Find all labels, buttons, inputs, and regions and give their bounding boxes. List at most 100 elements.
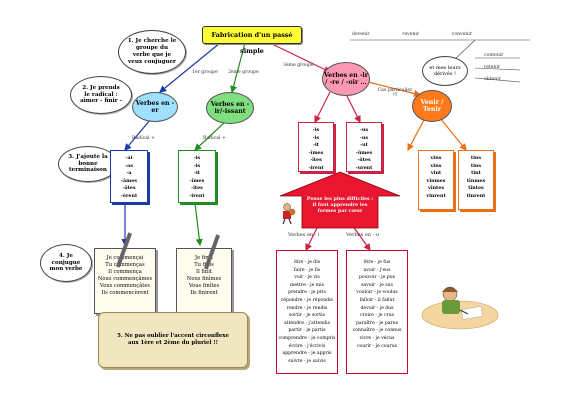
radical-label-1: Radical + — [132, 136, 155, 141]
endings-er-box: -ai-as-a-âmes-âtes-èrent — [110, 150, 148, 203]
endings-irre-u-box: -us-us-ut-ûmes-ûtes-urent — [346, 122, 382, 172]
tenir-form-item: tint — [471, 170, 481, 176]
conjugation-line: Il finit — [196, 269, 212, 275]
tenir-example: obtenir — [484, 77, 501, 82]
verb-list-item: faire - je fis — [293, 267, 321, 273]
group-1-label: 1er groupe — [192, 70, 218, 75]
verb-list-item: vouloir - je voulus — [356, 290, 398, 296]
conjugation-line: Vous commençâtes — [99, 283, 151, 289]
step-1-cloud: 1. Je cherche le groupe du verbe que je … — [118, 30, 186, 74]
tenir-form-item: tînmes — [466, 177, 486, 184]
venir-form-item: vins — [430, 162, 442, 169]
ending-item: -îmes — [189, 177, 205, 184]
venir-example: convenir — [451, 32, 472, 37]
conjugation-line: Je finis — [195, 255, 213, 261]
ending-item: -èrent — [120, 192, 138, 199]
ending-item: -urent — [355, 164, 373, 171]
conjugation-line: Nous finîmes — [186, 276, 222, 282]
step-3-cloud: 3. J'ajoute la bonne terminaison — [58, 146, 118, 182]
ending-item: -is — [312, 127, 320, 133]
ending-item: -îmes — [308, 149, 324, 156]
tenir-form-item: tins — [470, 162, 482, 169]
venir-form-item: vins — [430, 155, 442, 161]
venir-examples-col2: contenir retenir obtenir — [484, 50, 528, 86]
ending-item: -is — [193, 155, 201, 161]
tenir-form-item: tins — [470, 155, 482, 161]
ending-item: -ûtes — [357, 157, 371, 163]
verb-list-item: paraître - je parus — [355, 320, 399, 326]
ending-item: -us — [359, 127, 369, 133]
verbes-is-label: Verbes en - i — [288, 232, 320, 238]
ending-item: -irent — [189, 192, 205, 199]
verb-list-item: mettre - je mis — [290, 282, 324, 288]
radical-label-2: Radical + — [203, 136, 226, 141]
venir-form-item: vint — [430, 170, 442, 176]
oval-verbes-er: Verbes en -er — [132, 92, 178, 122]
group-3-label: 3ème groupe — [283, 63, 314, 68]
verb-list-item: apprendre - je appris — [282, 351, 332, 357]
oval-verbes-ir: Verbes en -ir/-issant — [206, 92, 254, 124]
conjugation-line: Nous commençâmes — [97, 276, 153, 282]
list-verbes-us: être - je fus avoir - j'eus pouvoir - je p… — [346, 250, 408, 374]
ending-item: -is — [193, 162, 201, 169]
verb-list-item: suivre - je suivis — [288, 358, 326, 364]
verb-list-item: vivre - je vécus — [359, 335, 395, 341]
ending-item: -ûmes — [355, 149, 373, 156]
endings-ir-box: -is-is-it-îmes-îtes-irent — [178, 150, 216, 203]
ending-item: -a — [126, 170, 132, 176]
writing-student-icon — [420, 280, 500, 330]
venir-example: devenir — [352, 32, 370, 37]
verb-list-item: dire - je dis — [293, 260, 321, 265]
verb-list-item: courir - je courus — [356, 343, 398, 349]
verb-list-item: partir - je partis — [288, 328, 326, 334]
tenir-example: retenir — [484, 65, 501, 70]
ending-item: -it — [312, 142, 320, 148]
verb-list-item: falloir - il fallut — [359, 297, 395, 303]
verb-list-item: être - je fus — [363, 260, 391, 265]
verb-list-item: pouvoir - je pus — [358, 275, 396, 281]
ending-item: -it — [193, 170, 201, 176]
reminder-scroll: 5. Ne pas oublier l'accent circonflexe a… — [98, 312, 248, 368]
conjugation-line: Ils commencèrent — [101, 290, 149, 296]
venir-form-item: vînmes — [426, 177, 446, 184]
group-2-label: 2ème groupe — [228, 70, 259, 75]
title-box: Fabrication d'un passé simple — [202, 26, 302, 55]
verb-list-item: avoir - j'eus — [363, 267, 391, 273]
step-4-cloud: 4. Je conjugue mon verbe — [40, 244, 92, 282]
verb-list-item: écrire - j'écrivis — [288, 343, 326, 349]
tenir-example: contenir — [484, 53, 504, 58]
verb-list-item: rendre - je rendis — [286, 305, 328, 311]
venir-form-item: vinrent — [426, 192, 446, 199]
verb-list-item: savoir - je sus — [361, 282, 393, 288]
ending-item: -îtes — [310, 157, 322, 163]
endings-irre-i-box: -is-is-it-îmes-îtes-irent — [298, 122, 334, 172]
ending-item: -as — [125, 162, 133, 169]
ending-item: -ai — [125, 155, 133, 161]
conjugation-line: Ils finirent — [190, 290, 218, 296]
ending-item: -âtes — [122, 185, 136, 191]
ending-item: -ut — [360, 142, 368, 148]
basketball-player-icon — [278, 202, 296, 225]
ending-item: -is — [312, 134, 320, 141]
cas-particulier-label: Cas particulier !!! — [377, 88, 413, 98]
tenir-form-item: tîntes — [468, 185, 484, 191]
oval-verbes-irre: Verbes en -ir / -re / -oir ... — [322, 62, 370, 96]
verb-list-item: attendre - j'attendis — [284, 320, 330, 326]
oval-venir-tenir: Venir / Tenir — [412, 90, 452, 122]
verb-list-item: connaître - je connus — [352, 328, 402, 334]
red-arrow-text: Pense les plus difficiles : il faut appr… — [306, 196, 374, 215]
verb-list-item: sortir - je sortis — [289, 313, 325, 319]
ending-item: -îtes — [191, 185, 203, 191]
verb-list-item: répondre - je répondis — [281, 297, 333, 303]
verb-list-item: croire - je crus — [359, 313, 395, 319]
ending-item: -âmes — [121, 177, 137, 184]
verb-list-item: devoir - je dus — [360, 305, 394, 311]
conjugation-line: Vous finîtes — [188, 283, 220, 289]
verb-list-item: voir - je vis — [294, 275, 320, 281]
venir-example: revenir — [402, 32, 420, 37]
